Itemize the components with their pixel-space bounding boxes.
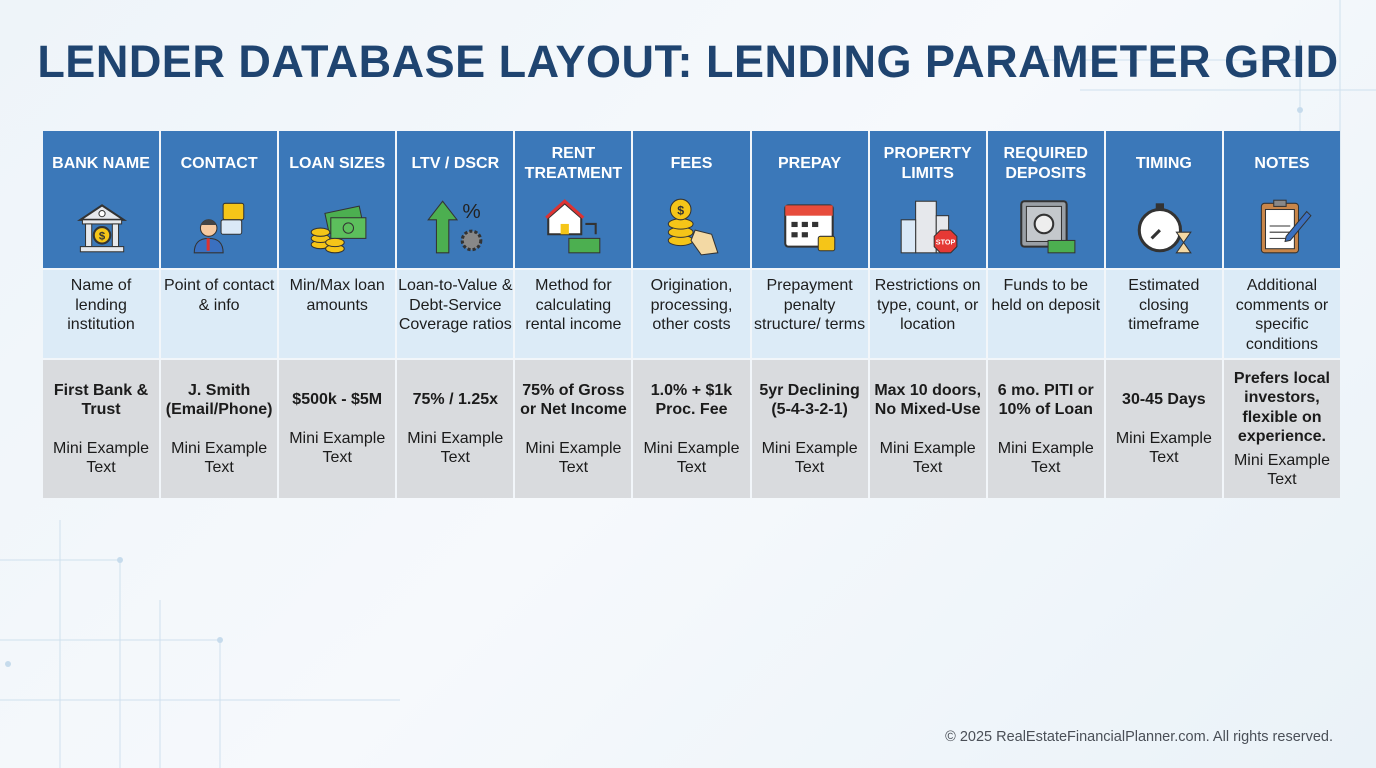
header-cell: BANK NAME $ xyxy=(43,131,160,268)
header-cell: LTV / DSCR% xyxy=(397,131,514,268)
example-value: Prefers local investors, flexible on exp… xyxy=(1233,369,1330,446)
column-header-label: TIMING xyxy=(1135,155,1192,172)
bank-icon: $ xyxy=(68,193,134,264)
column-header-label: LOAN SIZES xyxy=(289,155,386,172)
description-cell: Min/Max loan amounts xyxy=(279,270,396,358)
mini-example-text: Mini Example Text xyxy=(525,439,622,477)
description-cell: Point of contact & info xyxy=(161,270,278,358)
example-cell: Prefers local investors, flexible on exp… xyxy=(1223,360,1340,498)
column-description: Point of contact & info xyxy=(163,277,275,314)
example-value: First Bank & Trust xyxy=(53,381,149,419)
mini-example-text: Mini Example Text xyxy=(997,439,1094,477)
description-cell: Loan-to-Value & Debt-Service Coverage ra… xyxy=(397,270,514,358)
clipboard-pen-icon xyxy=(1249,193,1315,264)
column-header-label: PROPERTY LIMITS xyxy=(883,145,972,182)
svg-text:STOP: STOP xyxy=(935,238,955,247)
column-description: Origination, processing, other costs xyxy=(650,277,733,333)
lending-parameter-grid: BANK NAME $ CONTACT LOAN SIZES LTV / DSCR% RE… xyxy=(43,131,1340,498)
header-cell: PROPERTY LIMITS STOP xyxy=(869,131,986,268)
page-title: LENDER DATABASE LAYOUT: LENDING PARAMETE… xyxy=(37,36,1339,87)
example-value: 1.0% + $1k Proc. Fee xyxy=(650,381,733,419)
header-cell: RENT TREATMENT xyxy=(515,131,632,268)
mini-example-text: Mini Example Text xyxy=(289,429,386,467)
example-value: Max 10 doors, No Mixed-Use xyxy=(874,381,982,419)
calendar-lock-icon xyxy=(777,193,843,264)
column-description: Min/Max loan amounts xyxy=(289,277,385,314)
contact-person-icon xyxy=(186,193,252,264)
header-cell: LOAN SIZES xyxy=(279,131,396,268)
example-cell: $500k - $5M Mini Example Text xyxy=(279,360,396,498)
column-header-label: PREPAY xyxy=(778,155,842,172)
header-cell: REQUIRED DEPOSITS xyxy=(987,131,1104,268)
column-description: Loan-to-Value & Debt-Service Coverage ra… xyxy=(398,277,513,333)
svg-text:$: $ xyxy=(99,230,106,242)
header-cell: CONTACT xyxy=(161,131,278,268)
example-value: 5yr Declining (5-4-3-2-1) xyxy=(759,381,860,419)
svg-text:$: $ xyxy=(678,204,685,218)
mini-example-text: Mini Example Text xyxy=(407,429,504,467)
column-header-label: BANK NAME xyxy=(52,155,150,172)
mini-example-text: Mini Example Text xyxy=(1233,451,1330,489)
mini-example-text: Mini Example Text xyxy=(53,439,150,477)
description-cell: Origination, processing, other costs xyxy=(633,270,750,358)
mini-example-text: Mini Example Text xyxy=(171,439,268,477)
mini-example-text: Mini Example Text xyxy=(879,439,976,477)
example-value: $500k - $5M xyxy=(292,391,383,409)
example-value: J. Smith (Email/Phone) xyxy=(165,381,273,419)
safe-icon xyxy=(1013,193,1079,264)
example-value: 75% of Gross or Net Income xyxy=(520,381,627,419)
copyright-footer: © 2025 RealEstateFinancialPlanner.com. A… xyxy=(945,729,1333,745)
description-cell: Method for calculating rental income xyxy=(515,270,632,358)
description-cell: Name of lending institution xyxy=(43,270,160,358)
description-cell: Restrictions on type, count, or location xyxy=(869,270,986,358)
example-value: 30-45 Days xyxy=(1122,391,1206,409)
column-description: Estimated closing timeframe xyxy=(1128,277,1200,333)
example-value: 6 mo. PITI or 10% of Loan xyxy=(997,381,1094,419)
header-cell: TIMING xyxy=(1105,131,1222,268)
column-header-label: RENT TREATMENT xyxy=(524,145,623,182)
column-header-label: CONTACT xyxy=(180,155,258,172)
example-value: 75% / 1.25x xyxy=(412,391,499,409)
house-cash-icon xyxy=(540,193,606,264)
header-cell: PREPAY xyxy=(751,131,868,268)
column-description: Restrictions on type, count, or location xyxy=(874,277,981,333)
mini-example-text: Mini Example Text xyxy=(761,439,858,477)
column-description: Method for calculating rental income xyxy=(525,277,622,333)
column-header-label: REQUIRED DEPOSITS xyxy=(1003,145,1088,182)
description-cell: Estimated closing timeframe xyxy=(1105,270,1222,358)
mini-example-text: Mini Example Text xyxy=(1115,429,1212,467)
buildings-stop-icon: STOP xyxy=(895,193,961,264)
stopwatch-hourglass-icon xyxy=(1131,193,1197,264)
column-header-label: FEES xyxy=(670,155,713,172)
example-cell: 5yr Declining (5-4-3-2-1) Mini Example Te… xyxy=(751,360,868,498)
svg-text:%: % xyxy=(463,200,481,223)
example-cell: J. Smith (Email/Phone) Mini Example Text xyxy=(161,360,278,498)
column-header-label: NOTES xyxy=(1254,155,1310,172)
arrow-percent-gear-icon: % xyxy=(422,193,488,264)
column-description: Name of lending institution xyxy=(67,277,135,333)
description-cell: Additional comments or specific conditio… xyxy=(1223,270,1340,358)
column-header-label: LTV / DSCR xyxy=(411,155,500,172)
description-cell: Prepayment penalty structure/ terms xyxy=(751,270,868,358)
money-stack-icon xyxy=(304,193,370,264)
column-description: Prepayment penalty structure/ terms xyxy=(754,277,866,333)
header-cell: FEES $ xyxy=(633,131,750,268)
description-cell: Funds to be held on deposit xyxy=(987,270,1104,358)
column-description: Additional comments or specific conditio… xyxy=(1235,277,1329,353)
mini-example-text: Mini Example Text xyxy=(643,439,740,477)
coins-tag-icon: $ xyxy=(658,193,724,264)
header-cell: NOTES xyxy=(1223,131,1340,268)
column-description: Funds to be held on deposit xyxy=(991,277,1101,314)
